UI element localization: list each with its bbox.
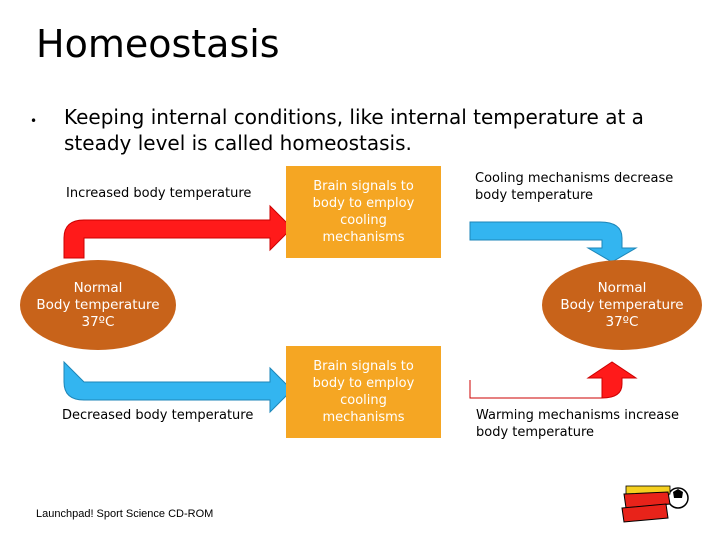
bullet-point-icon: • [30, 114, 38, 128]
increased-label: Increased body temperature [66, 186, 252, 201]
footer-credit: Launchpad! Sport Science CD-ROM [36, 508, 214, 520]
oval-right-line1: Normal [597, 279, 647, 296]
normal-temp-oval-left: Normal Body temperature 37ºC [20, 260, 176, 350]
oval-left-line2: Body temperature [36, 296, 160, 313]
brain-signal-box-bottom: Brain signals to body to employ cooling … [286, 346, 441, 438]
bullet-text: Keeping internal conditions, like intern… [64, 105, 644, 155]
oval-left-line3: 37ºC [81, 313, 115, 330]
blue-arrow-top-right [469, 221, 638, 263]
brain-signal-text-top: Brain signals to body to employ cooling … [312, 179, 415, 245]
cooling-label: Cooling mechanisms decrease body tempera… [475, 171, 674, 203]
warming-label: Warming mechanisms increase body tempera… [476, 408, 680, 440]
red-arrow-top-left [63, 204, 293, 259]
normal-temp-oval-right: Normal Body temperature 37ºC [542, 260, 702, 350]
decreased-label: Decreased body temperature [62, 408, 254, 423]
brain-signal-box-top: Brain signals to body to employ cooling … [286, 166, 441, 258]
page-title: Homeostasis [36, 22, 280, 66]
oval-right-line2: Body temperature [560, 296, 684, 313]
red-arrow-bottom-right [469, 361, 638, 399]
oval-left-line1: Normal [73, 279, 123, 296]
sport-science-logo [621, 485, 689, 523]
oval-right-line3: 37ºC [605, 313, 639, 330]
brain-signal-text-bottom: Brain signals to body to employ cooling … [312, 359, 415, 425]
blue-arrow-bottom-left [63, 360, 293, 414]
